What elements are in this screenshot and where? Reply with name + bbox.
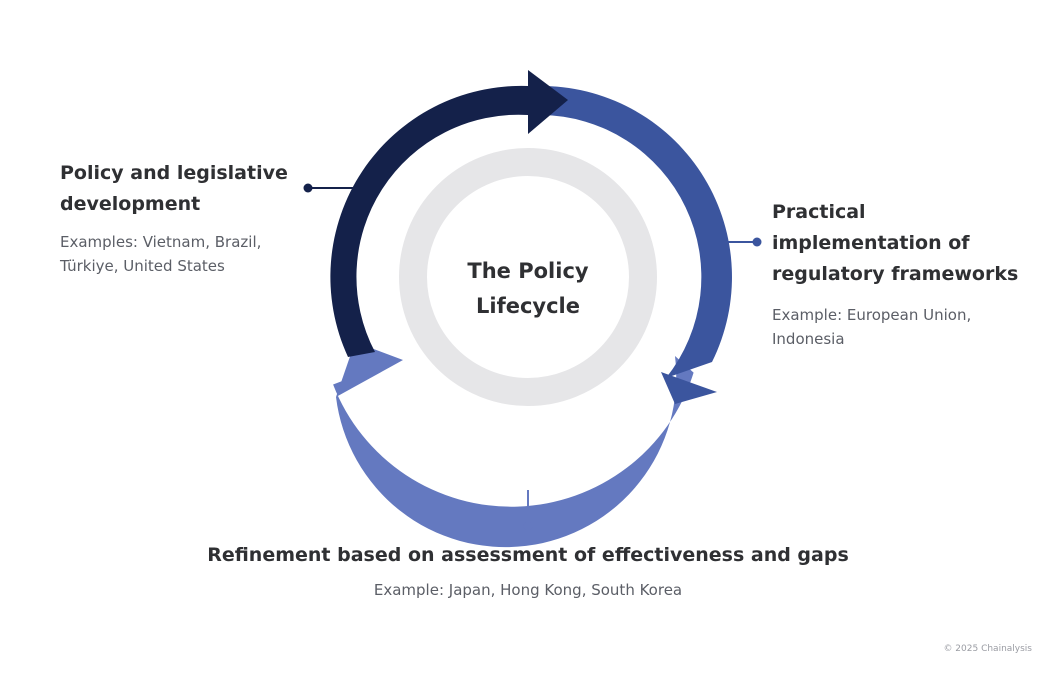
inner-ring <box>399 148 657 406</box>
stage-policy-heading-line-1: Policy and legislative <box>60 162 288 184</box>
copyright-notice: © 2025 Chainalysis <box>943 644 1032 654</box>
stage-refinement-examples: Example: Japan, Hong Kong, South Korea <box>373 581 683 599</box>
stage-implementation-heading-line-2: implementation of <box>772 232 970 254</box>
implementation-connector-dot <box>752 237 762 247</box>
implementation-arc <box>541 86 732 378</box>
stage-implementation-heading-line-3: regulatory frameworks <box>772 263 1019 285</box>
stage-policy-heading: Policy and legislative development <box>60 158 320 220</box>
implementation-arrowhead <box>661 372 717 404</box>
policy-arrowhead <box>528 70 568 134</box>
stage-policy-heading-line-2: development <box>60 193 201 215</box>
stage-policy-examples-line-1: Examples: Vietnam, Brazil, <box>60 233 262 251</box>
refinement-connector-dot <box>523 521 533 531</box>
stage-policy-examples: Examples: Vietnam, Brazil, Türkiye, Unit… <box>60 230 300 278</box>
policy-connector-dot <box>303 183 313 193</box>
stage-implementation-examples: Example: European Union, Indonesia <box>772 303 1022 351</box>
stage-refinement-heading: Refinement based on assessment of effect… <box>207 544 849 566</box>
stage-policy-examples-line-2: Türkiye, United States <box>60 257 225 275</box>
stage-implementation-examples-line-1: Example: European Union, <box>772 306 972 324</box>
center-title: The Policy Lifecycle <box>428 254 628 324</box>
policy-arc <box>330 85 528 358</box>
stage-implementation-heading-line-1: Practical <box>772 201 866 223</box>
center-title-line-2: Lifecycle <box>476 294 580 318</box>
refinement-arc <box>333 356 694 548</box>
stage-implementation-examples-line-2: Indonesia <box>772 330 845 348</box>
center-title-line-1: The Policy <box>467 259 589 283</box>
stage-implementation-heading: Practical implementation of regulatory f… <box>772 197 1032 290</box>
